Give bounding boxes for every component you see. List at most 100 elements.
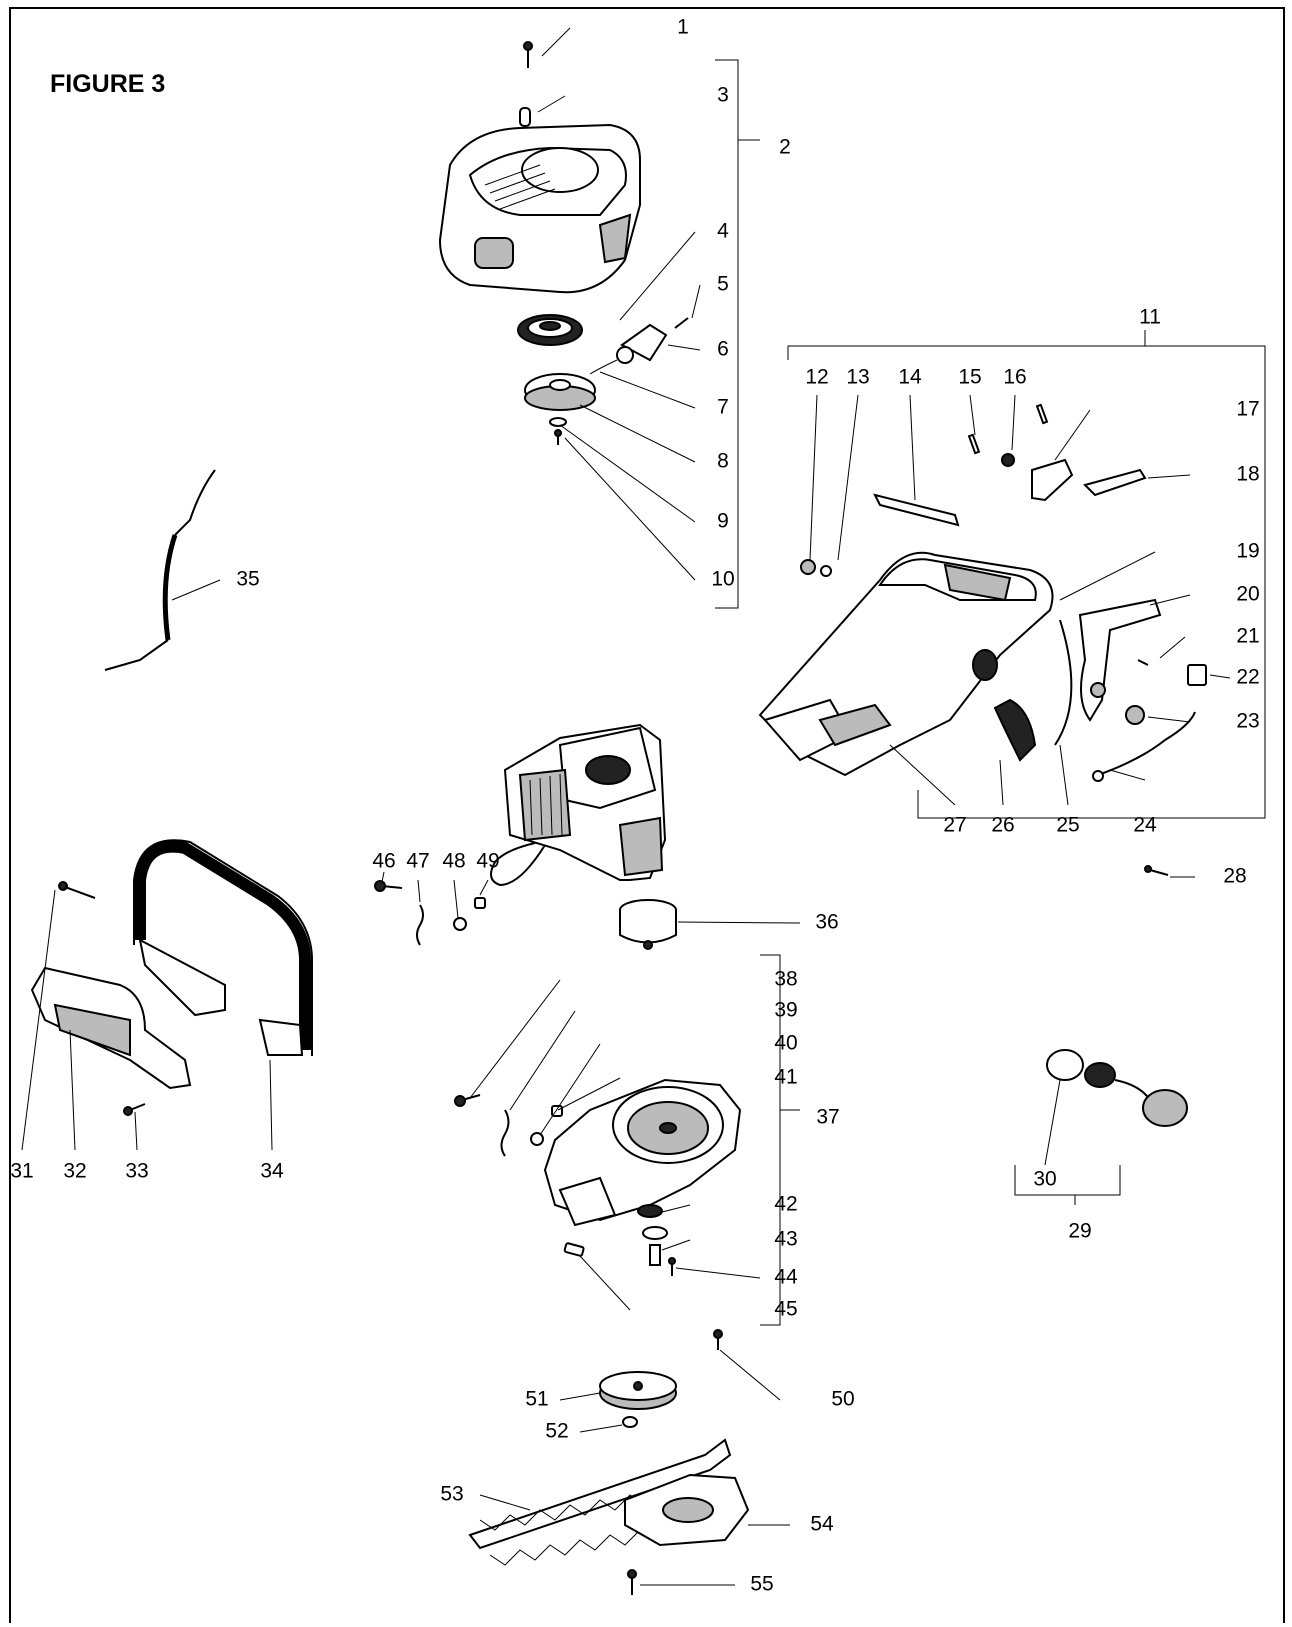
callout-number-10: 10 [711, 568, 734, 591]
starter-handle [589, 317, 689, 375]
cutter-blade [468, 1438, 732, 1566]
hand-guard [30, 881, 192, 1116]
callout-number-46: 46 [372, 850, 395, 873]
leader-line-14 [909, 394, 916, 501]
leader-line-7 [599, 371, 696, 409]
callout-number-52: 52 [545, 1420, 568, 1443]
callout-number-2: 2 [779, 136, 791, 159]
callout-number-36: 36 [815, 911, 838, 934]
callout-number-32: 32 [63, 1160, 86, 1183]
callout-number-9: 9 [717, 510, 729, 533]
leader-line-6 [667, 344, 701, 351]
leader-line-16 [1011, 394, 1016, 451]
leader-line-31 [21, 889, 56, 1151]
callout-number-39: 39 [774, 999, 797, 1022]
leader-line-21 [1159, 636, 1186, 659]
blade-guard [624, 1473, 750, 1595]
callout-number-21: 21 [1236, 625, 1259, 648]
fuel-cap [1046, 1049, 1188, 1127]
figure-title: FIGURE 3 [50, 70, 166, 98]
trigger-parts [873, 403, 1162, 722]
bracket-lines [715, 59, 1266, 1326]
callout-number-23: 23 [1236, 710, 1259, 733]
callout-number-16: 16 [1003, 366, 1026, 389]
callout-number-45: 45 [774, 1298, 797, 1321]
leader-line-49 [479, 879, 489, 896]
callout-number-40: 40 [774, 1032, 797, 1055]
callout-number-18: 18 [1236, 463, 1259, 486]
leader-line-44 [675, 1267, 761, 1279]
callout-number-12: 12 [805, 366, 828, 389]
callout-number-38: 38 [774, 968, 797, 991]
callout-number-51: 51 [525, 1388, 548, 1411]
leader-line-39 [509, 1010, 576, 1111]
leader-line-22 [1209, 674, 1231, 679]
leader-line-47 [417, 879, 421, 903]
callout-number-49: 49 [476, 850, 499, 873]
engine-block [490, 723, 667, 887]
leader-line-42 [661, 1204, 691, 1213]
leader-line-36 [677, 921, 801, 924]
leader-line-34 [269, 1059, 273, 1151]
callout-number-53: 53 [440, 1483, 463, 1506]
leader-line-38 [469, 979, 561, 1099]
handle-housing [758, 551, 1073, 777]
leader-line-5 [691, 284, 701, 319]
leader-line-32 [69, 1029, 76, 1151]
recoil-spring [517, 314, 583, 346]
leader-line-33 [134, 1111, 138, 1151]
leader-line-19 [1059, 551, 1156, 601]
callout-number-50: 50 [831, 1388, 854, 1411]
callout-number-3: 3 [717, 84, 729, 107]
small-handle-parts [800, 559, 1207, 876]
starter-pulley [524, 373, 596, 445]
leader-line-40 [539, 1043, 601, 1136]
callout-number-7: 7 [717, 396, 729, 419]
callout-number-24: 24 [1133, 814, 1157, 837]
cylinder-fins [518, 768, 572, 842]
callout-number-29: 29 [1068, 1220, 1091, 1243]
callout-number-28: 28 [1223, 865, 1246, 888]
callout-number-6: 6 [717, 338, 729, 361]
callout-number-25: 25 [1056, 814, 1079, 837]
leader-line-48 [453, 879, 459, 919]
leader-line-35 [171, 579, 221, 601]
callout-number-19: 19 [1236, 540, 1259, 563]
leader-line-25 [1059, 744, 1069, 806]
leader-line-3 [537, 95, 566, 113]
drive-gear [599, 1329, 723, 1428]
leader-line-20 [1149, 594, 1191, 606]
callout-number-4: 4 [717, 220, 729, 243]
callout-number-13: 13 [846, 366, 869, 389]
leader-line-4 [619, 231, 696, 321]
leader-line-8 [579, 404, 696, 463]
callout-number-1: 1 [677, 16, 689, 39]
gear-housing [454, 1078, 742, 1276]
ignition-wire [104, 469, 216, 671]
diagram-frame [9, 7, 1285, 1623]
callout-number-30: 30 [1033, 1168, 1056, 1191]
cover-vents [484, 164, 556, 210]
callout-number-33: 33 [125, 1160, 148, 1183]
callout-number-22: 22 [1236, 666, 1259, 689]
callout-number-44: 44 [774, 1266, 798, 1289]
callout-number-47: 47 [406, 850, 429, 873]
callout-number-48: 48 [442, 850, 465, 873]
leader-line-27 [889, 744, 956, 806]
leader-line-9 [559, 424, 696, 523]
leader-line-24 [1109, 769, 1146, 781]
leader-line-52 [579, 1424, 623, 1433]
leader-line-51 [559, 1392, 601, 1401]
callout-number-11: 11 [1139, 306, 1161, 329]
leader-line-17 [1054, 409, 1091, 461]
screw-1 [523, 41, 533, 68]
callout-number-43: 43 [774, 1228, 797, 1251]
callout-number-14: 14 [898, 366, 922, 389]
leader-line-50 [719, 1349, 781, 1401]
callout-number-34: 34 [260, 1160, 284, 1183]
engine-fasteners [374, 880, 486, 946]
callout-number-26: 26 [991, 814, 1014, 837]
callout-number-55: 55 [750, 1573, 773, 1596]
